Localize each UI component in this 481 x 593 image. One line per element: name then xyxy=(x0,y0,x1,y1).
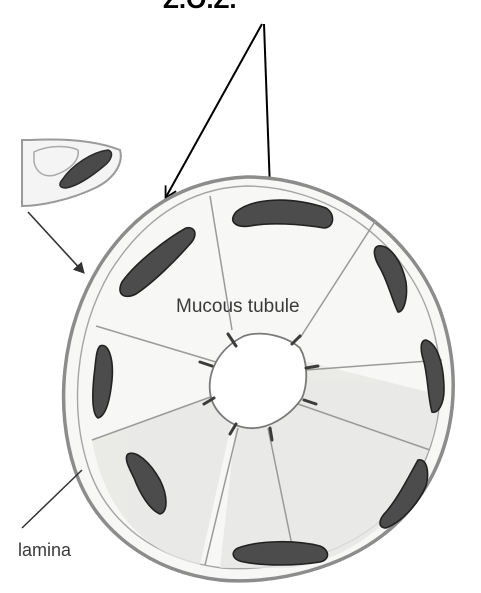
neighbor-tubule-fragment xyxy=(22,139,121,206)
lamina-pointer-line xyxy=(22,470,82,528)
top-label: Z.O.Z. xyxy=(163,0,237,14)
wall-pointer-arrow xyxy=(28,212,84,273)
center-label: Mucous tubule xyxy=(176,296,300,317)
mucous-tubule xyxy=(64,177,454,581)
bottom-label: lamina xyxy=(18,540,72,560)
nucleus xyxy=(233,542,327,565)
pointer-arrow-left xyxy=(166,24,262,197)
